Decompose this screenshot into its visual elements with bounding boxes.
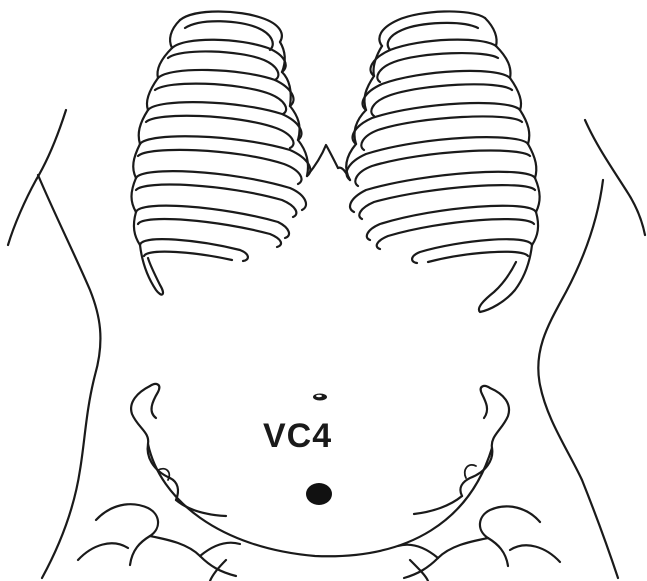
body-outline [8, 110, 645, 578]
vc4-point-label: VC4 [263, 419, 332, 453]
right-rib-cage [338, 11, 540, 312]
right-iliac-crest [460, 388, 509, 496]
left-torso-outline [8, 110, 66, 245]
left-iliac-crest [131, 386, 178, 500]
right-torso-outline [585, 120, 645, 235]
navel-highlight [316, 395, 322, 397]
left-waist-outline [38, 175, 100, 578]
right-waist-outline [538, 180, 618, 578]
pelvis [78, 384, 560, 581]
left-rib-cage [132, 12, 339, 295]
vc4-point-marker [306, 483, 332, 505]
